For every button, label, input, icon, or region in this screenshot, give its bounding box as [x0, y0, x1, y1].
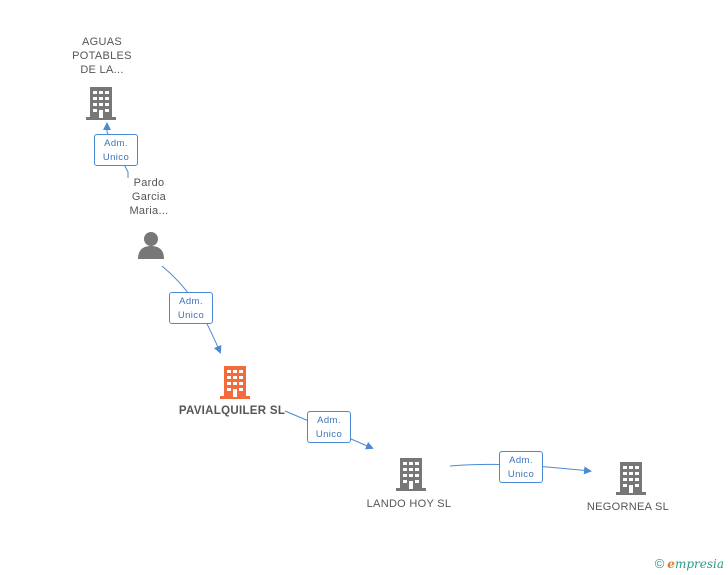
role-badge[interactable]: Adm. Unico: [499, 451, 543, 483]
node-aguas-label[interactable]: AGUAS POTABLES DE LA...: [60, 35, 144, 77]
brand-footer: ©empresia: [655, 556, 724, 571]
role-badge-line-1: Adm.: [317, 415, 341, 426]
building-icon[interactable]: [614, 460, 648, 496]
building-icon[interactable]: [84, 85, 118, 121]
building-icon[interactable]: [394, 456, 428, 492]
node-pardo-label-line-1: Pardo: [133, 177, 165, 189]
role-badge-line-1: Adm.: [179, 296, 203, 307]
brand-logo-initial: e: [667, 557, 675, 571]
brand-logo: empresia: [667, 557, 724, 571]
role-badge-line-2: Unico: [315, 429, 343, 440]
building-icon[interactable]: [218, 364, 252, 400]
role-badge[interactable]: Adm. Unico: [307, 411, 351, 443]
role-badge-line-1: Adm.: [509, 455, 533, 466]
copyright-icon: ©: [654, 556, 665, 571]
node-pardo-label-line-3: Maria...: [129, 205, 169, 217]
role-badge-line-1: Adm.: [104, 138, 128, 149]
node-aguas-label-line-1: AGUAS: [81, 36, 122, 48]
person-icon[interactable]: [136, 230, 166, 260]
node-pavialquiler-label[interactable]: PAVIALQUILER SL: [178, 405, 286, 417]
node-negornea-label[interactable]: NEGORNEA SL: [586, 501, 670, 513]
brand-logo-text: mpresia: [674, 557, 724, 571]
node-aguas-label-line-2: POTABLES: [72, 50, 132, 62]
node-pardo-label-line-2: Garcia: [131, 191, 167, 203]
role-badge-line-2: Unico: [177, 310, 205, 321]
node-aguas-label-line-3: DE LA...: [80, 64, 124, 76]
role-badge-line-2: Unico: [507, 469, 535, 480]
role-badge-line-2: Unico: [102, 152, 130, 163]
node-lando-label[interactable]: LANDO HOY SL: [366, 498, 452, 510]
role-badge[interactable]: Adm. Unico: [169, 292, 213, 324]
role-badge[interactable]: Adm. Unico: [94, 134, 138, 166]
node-pardo-label[interactable]: Pardo Garcia Maria...: [115, 176, 183, 218]
